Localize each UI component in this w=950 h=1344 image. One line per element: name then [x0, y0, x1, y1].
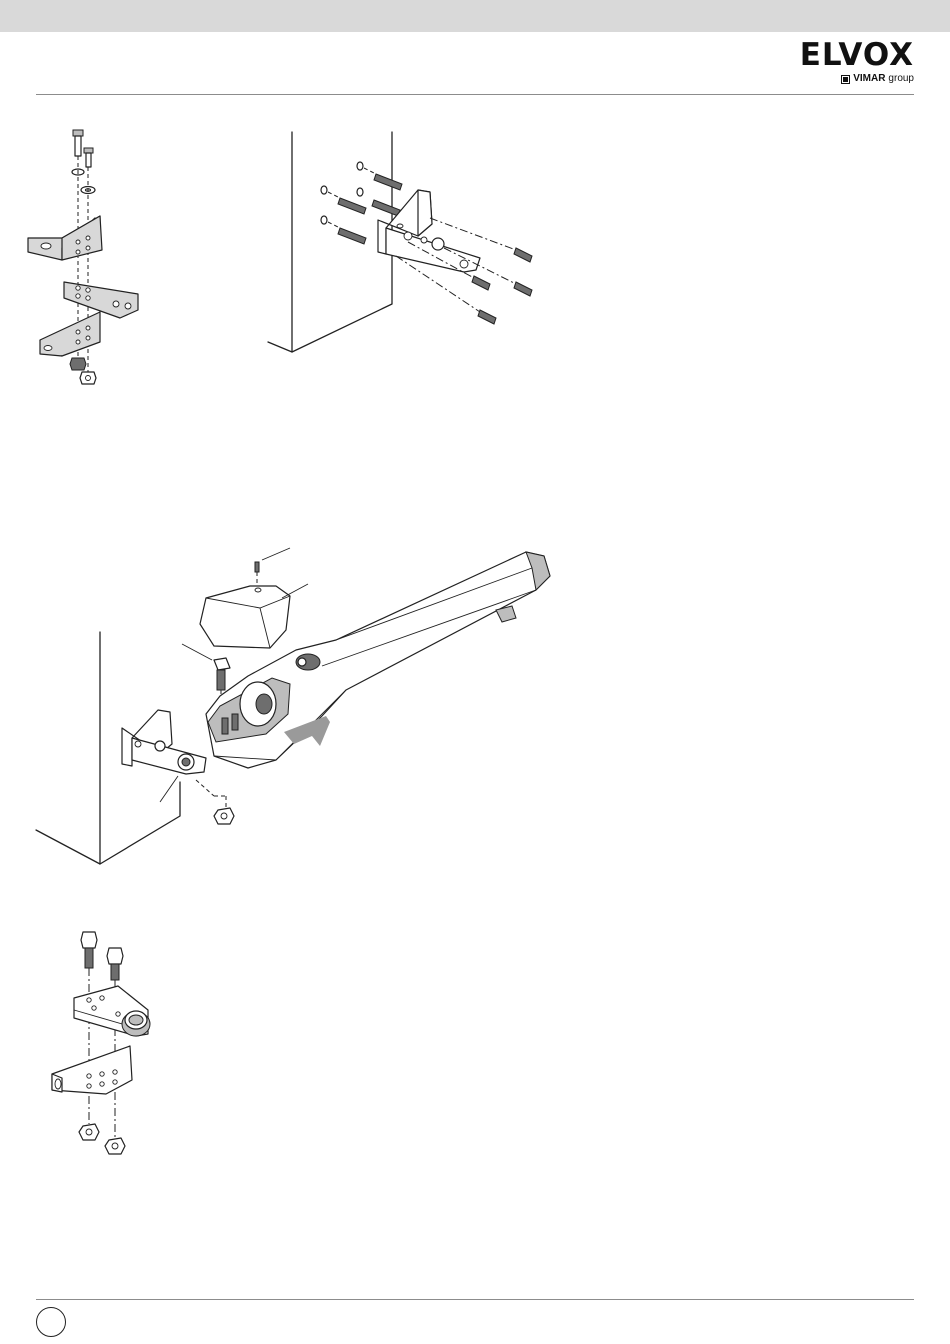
- screw-icon: [255, 548, 290, 586]
- figure-bracket-stack: [20, 120, 170, 400]
- nut-icon: [79, 1124, 125, 1154]
- cover-icon: [200, 584, 308, 648]
- brand-company: VIMAR: [853, 73, 885, 85]
- header-rule: [36, 94, 914, 95]
- bracket-icon: [28, 216, 102, 260]
- bracket-icon: [40, 312, 100, 356]
- footer-rule: [36, 1299, 914, 1300]
- wall-icon: [268, 132, 392, 352]
- bolt-icon: [81, 932, 123, 980]
- header-band: [0, 0, 950, 32]
- washer-icon: [72, 169, 95, 194]
- nut-icon: [70, 358, 96, 384]
- vimar-mark-icon: [841, 75, 850, 84]
- brand-subline: VIMAR group: [841, 73, 914, 85]
- figure-wall-mount: [268, 128, 558, 358]
- brand-wordmark: ELVOX: [800, 40, 914, 70]
- bracket-icon: [52, 1046, 132, 1094]
- brand-group: group: [888, 73, 914, 85]
- figure-pivot-bracket: [44, 928, 164, 1164]
- brand-logo: ELVOX VIMAR group: [798, 40, 914, 88]
- nut-icon: [196, 780, 234, 824]
- operator-arm-icon: [206, 552, 550, 768]
- figure-operator-assembly: [36, 546, 556, 872]
- bolt-icon: [73, 130, 93, 167]
- bracket-icon: [64, 282, 138, 318]
- language-badge: [36, 1307, 66, 1337]
- bracket-icon: [122, 710, 206, 802]
